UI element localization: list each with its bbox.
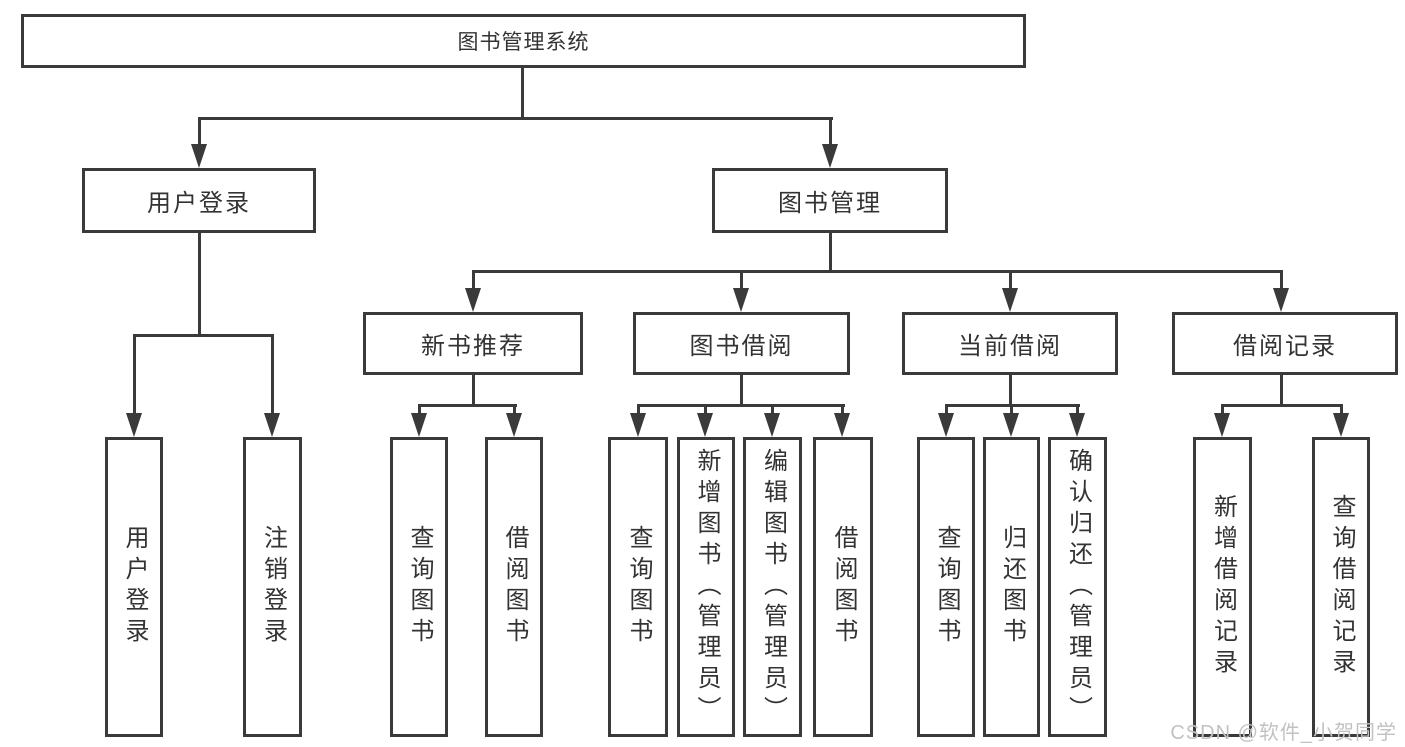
node-new-book-recommend: 新书推荐 [363,312,583,375]
connector-line [740,375,743,407]
arrowhead-icon [1214,413,1230,437]
leaf-label: 新增图书（管理员） [693,447,720,727]
connector-line [1280,375,1283,407]
connector-line [1010,404,1013,418]
connector-line [472,375,475,407]
arrowhead-icon [834,413,850,437]
connector-line [829,232,832,273]
leaf-add-borrow-record: 新增借阅记录 [1193,437,1252,737]
node-book-management: 图书管理 [712,168,948,233]
connector-line [740,270,743,292]
leaf-label: 借阅图书 [501,525,528,649]
connector-line [418,404,421,418]
connector-line [1009,375,1012,407]
node-current-borrow: 当前借阅 [902,312,1118,375]
leaf-edit-books-admin: 编辑图书（管理员） [743,437,802,737]
connector-line [1280,270,1283,292]
leaf-label: 查询图书 [933,525,960,649]
arrowhead-icon [733,288,749,312]
csdn-watermark: CSDN @软件_小贺同学 [1170,722,1397,744]
leaf-return-books: 归还图书 [983,437,1040,737]
leaf-query-books-borrow: 查询图书 [608,437,668,737]
arrowhead-icon [764,413,780,437]
connector-line [1221,404,1343,407]
connector-line [1009,270,1012,292]
connector-line [133,334,136,416]
arrowhead-icon [126,413,142,437]
leaf-label: 查询图书 [625,525,652,649]
leaf-label: 新增借阅记录 [1209,494,1237,680]
leaf-label: 确认归还（管理员） [1064,447,1092,727]
connector-line [945,404,948,418]
arrowhead-icon [630,413,646,437]
arrowhead-icon [1002,288,1018,312]
connector-line [271,334,274,416]
leaf-confirm-return-admin: 确认归还（管理员） [1048,437,1107,737]
node-book-borrow: 图书借阅 [633,312,850,375]
leaf-label: 归还图书 [998,525,1026,649]
leaf-query-books-current: 查询图书 [917,437,975,737]
arrowhead-icon [1069,413,1085,437]
leaf-query-books-recommend: 查询图书 [390,437,448,737]
leaf-label: 用户登录 [121,525,148,649]
connector-line [637,404,640,418]
leaf-label: 注销登录 [259,525,287,649]
leaf-label: 借阅图书 [830,525,857,649]
leaf-label: 编辑图书（管理员） [759,447,787,727]
connector-line [472,270,1283,273]
arrowhead-icon [938,413,954,437]
leaf-user-login: 用户登录 [105,437,163,737]
arrowhead-icon [822,144,838,168]
arrowhead-icon [1003,413,1019,437]
arrowhead-icon [191,144,207,168]
connector-line [521,68,524,120]
leaf-add-books-admin: 新增图书（管理员） [677,437,735,737]
connector-line [1340,404,1343,418]
connector-line [637,404,845,407]
connector-line [704,404,707,418]
connector-line [829,117,832,147]
connector-line [513,404,516,418]
connector-line [841,404,844,418]
connector-line [198,233,201,337]
leaf-logout-login: 注销登录 [243,437,302,737]
arrowhead-icon [465,288,481,312]
leaf-label: 查询图书 [406,525,433,649]
connector-line [1076,404,1079,418]
connector-line [198,117,201,147]
arrowhead-icon [264,413,280,437]
leaf-query-borrow-record: 查询借阅记录 [1312,437,1370,737]
connector-line [472,270,475,292]
arrowhead-icon [411,413,427,437]
arrowhead-icon [506,413,522,437]
arrowhead-icon [697,413,713,437]
connector-line [198,117,833,120]
connector-line [1221,404,1224,418]
connector-line [418,404,517,407]
leaf-borrow-books: 借阅图书 [813,437,873,737]
arrowhead-icon [1273,288,1289,312]
arrowhead-icon [1333,413,1349,437]
node-root: 图书管理系统 [21,14,1026,68]
node-user-login: 用户登录 [82,168,316,233]
connector-line [133,334,274,337]
leaf-borrow-books-recommend: 借阅图书 [485,437,543,737]
leaf-label: 查询借阅记录 [1328,494,1355,680]
node-borrow-record: 借阅记录 [1172,312,1398,375]
connector-line [771,404,774,418]
